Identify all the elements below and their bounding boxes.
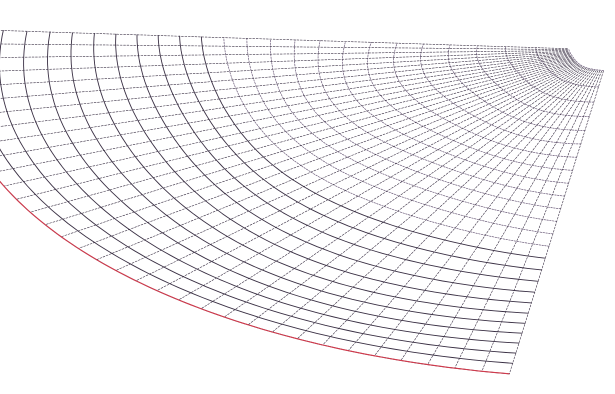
mesh-radial-line [0, 57, 573, 172]
mesh-ring-line [200, 36, 546, 259]
mesh-ring-line [0, 148, 514, 364]
mesh-radial-line [156, 65, 581, 291]
mesh-radial-line [481, 70, 602, 372]
mesh-radial-line [0, 30, 568, 49]
mesh-radial-line [454, 70, 601, 369]
mesh-ring-line [535, 47, 599, 88]
mesh-radial-line [272, 68, 588, 333]
mesh-ring-line [70, 32, 526, 324]
mesh-radial-line [60, 61, 576, 238]
mesh-radial-line [374, 69, 595, 357]
mesh-ring-line [157, 35, 539, 282]
mesh-radial-line [0, 51, 569, 72]
mesh-ring-line [179, 35, 543, 271]
mesh-radial-line [78, 62, 577, 249]
mesh-radial-line [0, 54, 571, 127]
mesh-radial-line [0, 55, 571, 142]
mesh-radial-line [16, 59, 574, 200]
mesh-ring-line [0, 30, 517, 354]
mesh-radial-line [96, 63, 578, 260]
mesh-radial-line [400, 70, 597, 361]
mesh-ring-line [270, 38, 558, 222]
mesh-radial-line [0, 56, 572, 157]
mesh-radial-line [322, 69, 592, 346]
mesh-radial-line [3, 58, 573, 187]
mesh-radial-line [247, 68, 587, 326]
mesh-radial-line [178, 66, 582, 301]
mesh-radial-line [135, 64, 580, 282]
mesh-radial-line [0, 50, 569, 58]
mesh-ring-line [367, 41, 573, 171]
mesh-ring-line [93, 33, 529, 314]
mesh-radial-line [427, 70, 599, 365]
mesh-radial-line [0, 43, 568, 50]
mesh-radial-line [348, 69, 593, 351]
mesh-radial-line [509, 70, 604, 375]
mesh-radial-line [0, 52, 569, 85]
mesh-ring-line [115, 33, 532, 304]
mesh-radial-line [44, 60, 575, 225]
mesh-ring-line [47, 31, 523, 334]
mesh-radial-line [0, 52, 570, 99]
mesh-ring-line [23, 30, 520, 344]
mesh-ring-line [246, 38, 554, 235]
mesh-ring-line [568, 48, 604, 71]
mesh-ring-line [136, 34, 536, 293]
surface-rim-edge [0, 180, 510, 375]
mesh-radial-line [224, 67, 585, 318]
mesh-ring-line [342, 41, 569, 184]
mesh-radial-line [29, 59, 575, 213]
mesh-radial-line [297, 68, 590, 340]
mesh-radial-line [200, 66, 584, 309]
mesh-back-layer [0, 30, 604, 375]
mesh-radial-line [115, 64, 579, 271]
